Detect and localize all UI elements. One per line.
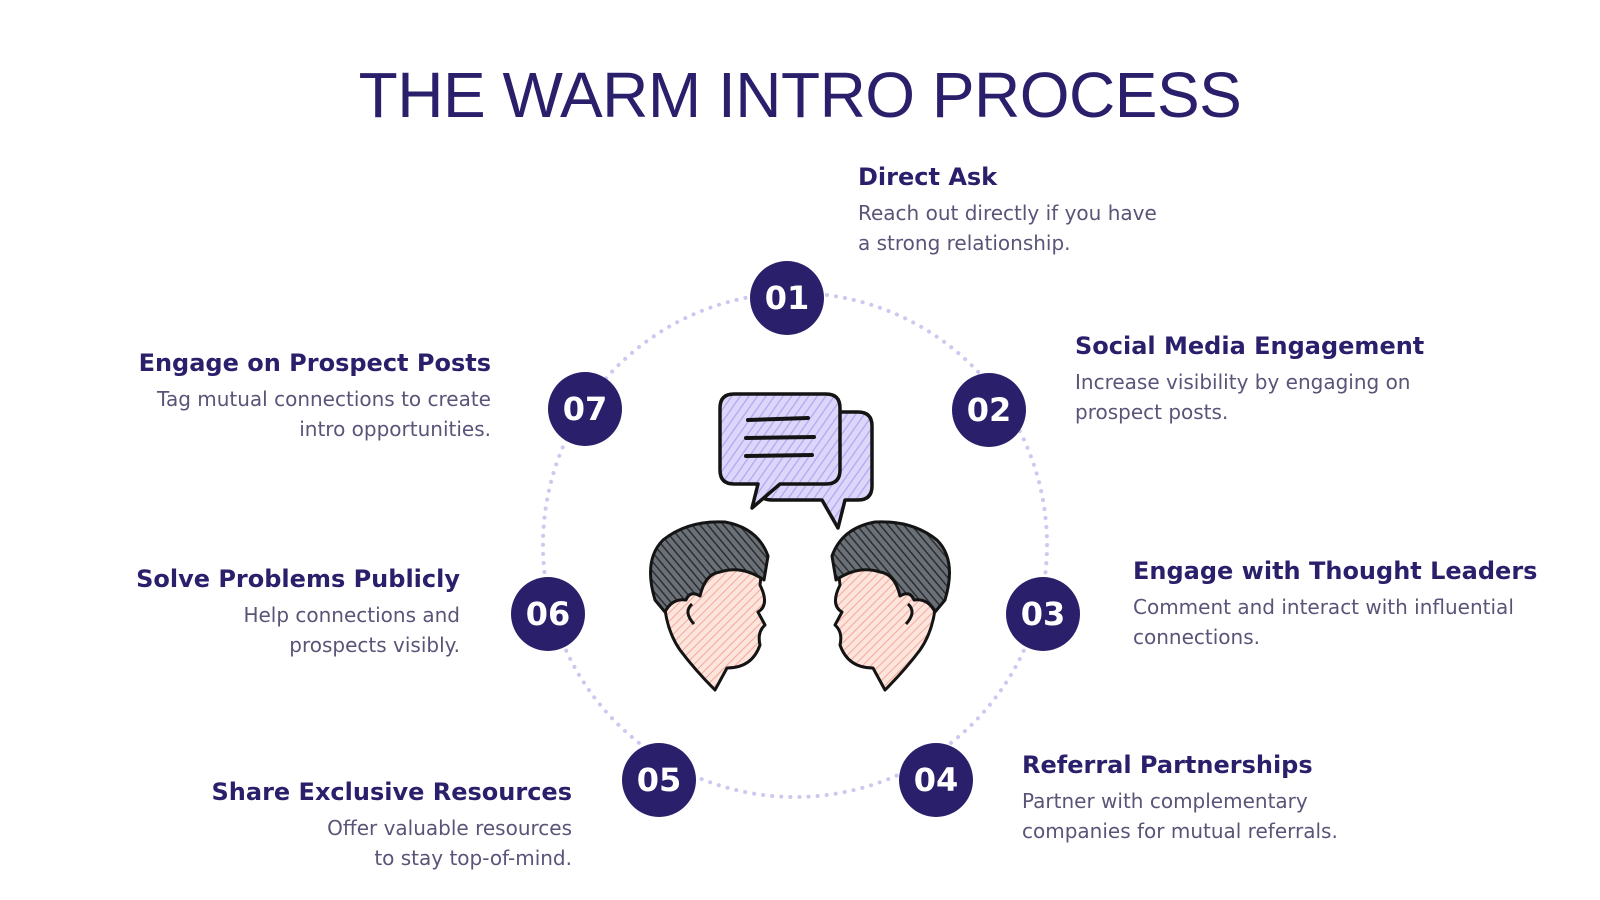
step-title: Share Exclusive Resources (211, 778, 572, 806)
step-number: 07 (563, 390, 608, 428)
person-face-right-icon (830, 520, 951, 692)
step-title: Engage on Prospect Posts (138, 349, 491, 377)
step-description-line: connections. (1133, 625, 1260, 649)
step-description-line: Offer valuable resources (327, 816, 572, 840)
step-description-line: Tag mutual connections to create (157, 387, 491, 411)
step-description: Help connections and prospects visibly. (0, 600, 460, 660)
step-marker-06: 06 (511, 577, 585, 651)
step-description-line: Comment and interact with influential (1133, 595, 1514, 619)
step-marker-04: 04 (899, 743, 973, 817)
page-title: THE WARM INTRO PROCESS (358, 59, 1242, 131)
step-number: 02 (967, 391, 1012, 429)
step-number: 04 (914, 761, 959, 799)
step-marker-07: 07 (548, 372, 622, 446)
step-description-line: Help connections and (243, 603, 460, 627)
person-face-left-icon (649, 520, 770, 692)
step-description-line: a strong relationship. (858, 231, 1071, 255)
step-description-line: prospect posts. (1075, 400, 1229, 424)
step-title: Referral Partnerships (1022, 751, 1313, 779)
step-marker-03: 03 (1006, 577, 1080, 651)
step-description: Offer valuable resources to stay top-of-m… (112, 813, 572, 873)
step-description-line: prospects visibly. (289, 633, 460, 657)
step-number: 06 (526, 595, 571, 633)
step-description-line: Reach out directly if you have (858, 201, 1157, 225)
step-description: Partner with complementary companies for … (1022, 786, 1482, 846)
step-number: 05 (637, 761, 682, 799)
step-description: Comment and interact with influential con… (1133, 592, 1593, 652)
step-title: Solve Problems Publicly (136, 565, 460, 593)
step-description: Increase visibility by engaging on prospe… (1075, 367, 1535, 427)
step-description-line: Increase visibility by engaging on (1075, 370, 1411, 394)
step-circle (952, 373, 1026, 447)
step-circle (622, 743, 696, 817)
speech-bubbles-icon (718, 392, 874, 530)
step-description-line: to stay top-of-mind. (374, 846, 572, 870)
step-description: Reach out directly if you have a strong r… (858, 198, 1318, 258)
step-number: 03 (1021, 595, 1066, 633)
step-title: Social Media Engagement (1075, 332, 1425, 360)
step-marker-02: 02 (952, 373, 1026, 447)
process-ring (541, 291, 1049, 799)
step-title: Engage with Thought Leaders (1133, 557, 1538, 585)
step-description: Tag mutual connections to create intro op… (31, 384, 491, 444)
step-description-line: Partner with complementary (1022, 789, 1308, 813)
step-circle (899, 743, 973, 817)
step-description-line: companies for mutual referrals. (1022, 819, 1338, 843)
step-circle (1006, 577, 1080, 651)
step-description-line: intro opportunities. (299, 417, 491, 441)
step-title: Direct Ask (858, 163, 998, 191)
step-number: 01 (765, 279, 810, 317)
step-marker-05: 05 (622, 743, 696, 817)
step-marker-01: 01 (750, 261, 824, 335)
step-circle (548, 372, 622, 446)
step-circle (511, 577, 585, 651)
step-circle (750, 261, 824, 335)
